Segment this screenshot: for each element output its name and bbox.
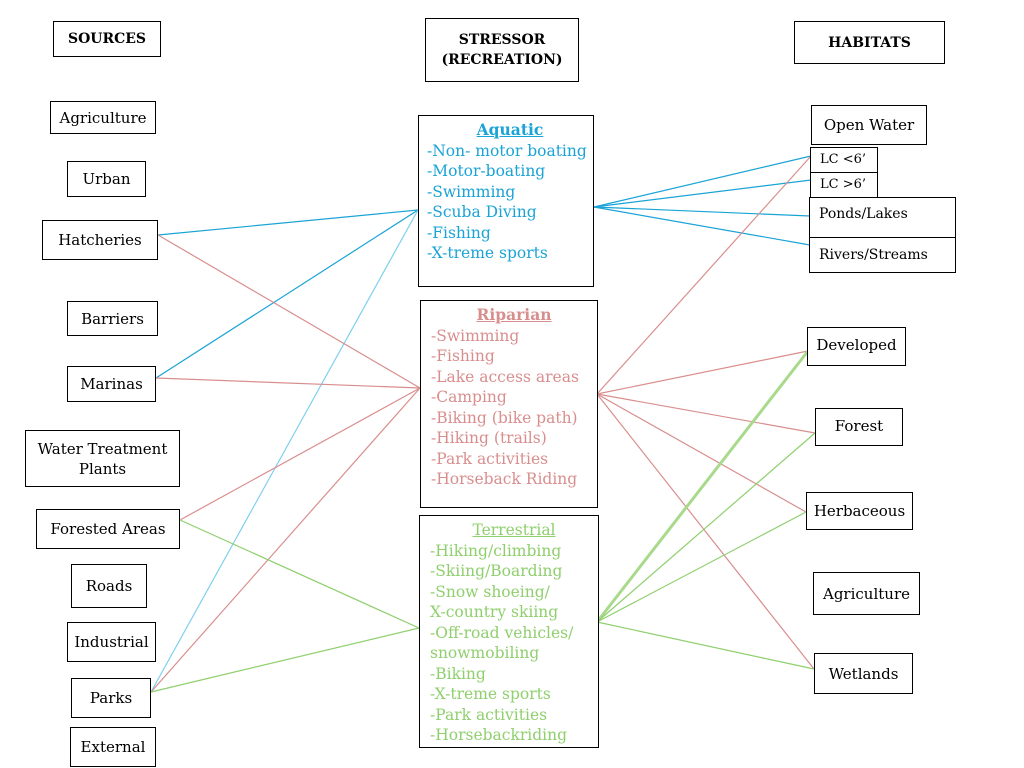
- connector-line: [593, 155, 812, 208]
- connector-line: [155, 377, 421, 389]
- riparian-item: -Horseback Riding: [431, 470, 578, 488]
- source-marinas: Marinas: [67, 366, 156, 402]
- connector-line: [155, 209, 419, 379]
- connector-line: [596, 393, 815, 670]
- connector-line: [596, 350, 809, 395]
- habitats-header: HABITATS: [794, 21, 945, 64]
- connector-line: [595, 350, 810, 623]
- connector-line: [593, 206, 811, 217]
- terrestrial-item: -Horsebackriding: [430, 726, 568, 744]
- aquatic-item: -X-treme sports: [427, 244, 548, 262]
- connector-line: [596, 621, 815, 670]
- riparian-item: -Hiking (trails): [431, 429, 547, 447]
- source-hatcheries: Hatcheries: [42, 220, 158, 260]
- riparian-item: -Lake access areas: [431, 367, 579, 386]
- connector-line: [596, 432, 816, 623]
- riparian-title: Riparian: [476, 305, 552, 324]
- source-industrial: Industrial: [67, 622, 156, 662]
- aquatic-item: -Scuba Diving: [427, 203, 537, 221]
- terrestrial-item: -Park activities: [430, 705, 548, 724]
- connector-line: [150, 387, 421, 693]
- riparian-item: -Swimming: [431, 326, 520, 345]
- source-agriculture: Agriculture: [50, 101, 156, 134]
- aquatic-item: -Motor-boating: [427, 162, 546, 180]
- habitat-forest: Forest: [815, 408, 903, 446]
- source-forested-areas: Forested Areas: [36, 509, 180, 549]
- source-water-treatment-plants: Water Treatment Plants: [25, 430, 180, 487]
- habitat-herbaceous: Herbaceous: [806, 492, 913, 530]
- sources-header: SOURCES: [53, 21, 161, 57]
- terrestrial-item: -Off-road vehicles/: [430, 623, 574, 642]
- aquatic-item: -Fishing: [427, 223, 491, 242]
- habitat-lc-over-6: LC >6’: [810, 172, 878, 198]
- aquatic-item: -Non- motor boating: [427, 141, 587, 160]
- connector-line: [596, 511, 807, 623]
- connector-line: [157, 209, 419, 236]
- source-parks: Parks: [71, 678, 151, 718]
- connector-line: [596, 393, 807, 513]
- aquatic-title: Aquatic: [476, 120, 544, 139]
- connector-line: [179, 519, 420, 629]
- stressor-aquatic: Aquatic -Non- motor boating -Motor-boati…: [418, 115, 594, 287]
- stressor-terrestrial: Terrestrial -Hiking/climbing -Skiing/Boa…: [419, 515, 599, 748]
- habitat-developed: Developed: [807, 327, 906, 366]
- habitat-open-water: Open Water: [811, 105, 927, 145]
- connector-line: [150, 209, 419, 693]
- terrestrial-item: X-country skiing: [430, 603, 559, 621]
- riparian-item: -Fishing: [431, 347, 495, 365]
- riparian-item: -Camping: [431, 388, 507, 406]
- connector-line: [596, 393, 816, 434]
- habitat-lc-under-6: LC <6’: [810, 147, 878, 173]
- source-urban: Urban: [67, 161, 146, 197]
- terrestrial-item: -Skiing/Boarding: [430, 562, 563, 580]
- habitat-agriculture: Agriculture: [813, 572, 920, 615]
- habitat-rivers-streams: Rivers/Streams: [809, 237, 956, 273]
- terrestrial-item: -Biking: [430, 664, 486, 683]
- stressor-riparian: Riparian -Swimming -Fishing -Lake access…: [420, 300, 598, 508]
- terrestrial-item: -Snow shoeing/: [430, 582, 550, 601]
- terrestrial-item: snowmobiling: [430, 644, 540, 662]
- terrestrial-item: -X-treme sports: [430, 685, 551, 703]
- source-roads: Roads: [71, 564, 147, 608]
- riparian-item: -Park activities: [431, 449, 549, 468]
- source-external: External: [70, 727, 156, 767]
- connector-line: [593, 179, 812, 208]
- stressor-header: STRESSOR (RECREATION): [425, 18, 579, 82]
- riparian-item: -Biking (bike path): [431, 408, 578, 427]
- aquatic-item: -Swimming: [427, 182, 516, 201]
- terrestrial-item: -Hiking/climbing: [430, 541, 562, 560]
- connector-line: [157, 234, 421, 389]
- connector-line: [593, 206, 811, 246]
- source-barriers: Barriers: [67, 301, 158, 336]
- connector-line: [179, 387, 421, 521]
- habitat-wetlands: Wetlands: [814, 653, 913, 694]
- terrestrial-title: Terrestrial: [472, 521, 556, 539]
- habitat-ponds-lakes: Ponds/Lakes: [809, 197, 956, 238]
- connector-line: [150, 627, 420, 693]
- connector-line: [596, 155, 812, 395]
